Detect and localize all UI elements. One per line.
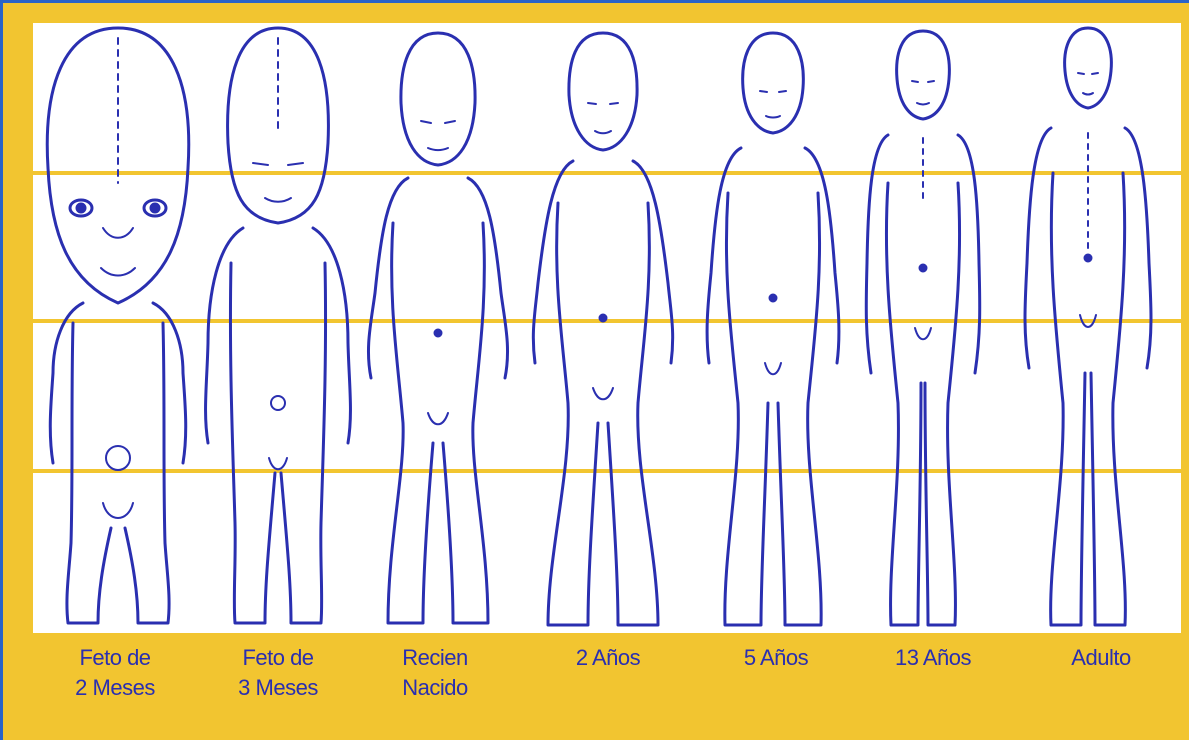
figure-feto-3-meses <box>206 28 351 623</box>
age-captions: Feto de 2 Meses Feto de 3 Meses Recien N… <box>3 643 1189 733</box>
caption-adulto: Adulto <box>1031 643 1171 673</box>
figure-13-anos <box>866 31 980 625</box>
caption-5-anos: 5 Años <box>706 643 846 673</box>
caption-13-anos: 13 Años <box>863 643 1003 673</box>
figure-adulto <box>1025 28 1151 625</box>
figure-feto-2-meses <box>47 28 188 623</box>
caption-2-anos: 2 Años <box>538 643 678 673</box>
figure-recien-nacido <box>368 33 507 623</box>
figure-5-anos <box>707 33 839 625</box>
body-proportion-figures <box>3 3 1189 643</box>
caption-feto-3-meses: Feto de 3 Meses <box>208 643 348 703</box>
figure-2-anos <box>533 33 672 625</box>
caption-feto-2-meses: Feto de 2 Meses <box>45 643 185 703</box>
caption-recien-nacido: Recien Nacido <box>365 643 505 703</box>
